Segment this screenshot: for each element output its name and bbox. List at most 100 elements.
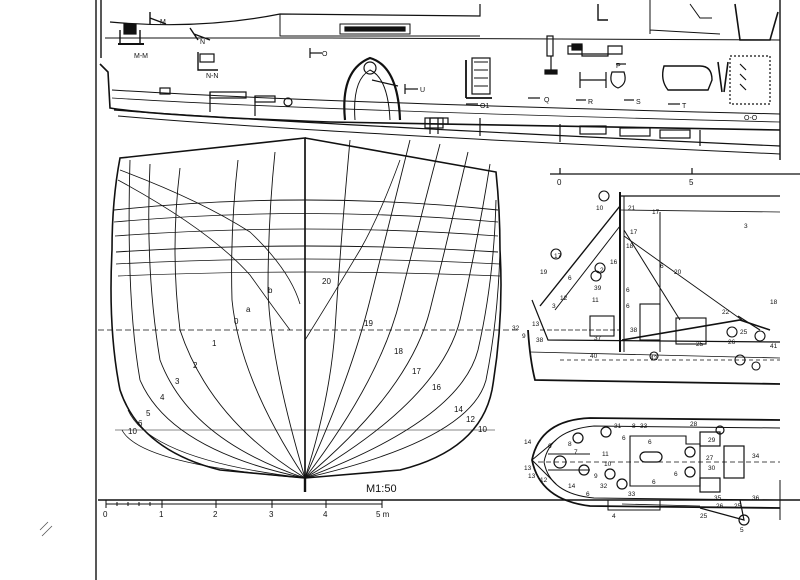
frame-lines: [95, 0, 781, 580]
station-label: 17: [412, 367, 421, 376]
waterline-label: 2: [193, 361, 198, 370]
scale-tick: 5: [689, 178, 694, 187]
callout: 17: [630, 229, 638, 236]
callout: 32: [512, 325, 520, 332]
callout: 25: [696, 341, 704, 348]
callout: 5: [740, 527, 744, 534]
callout: 6: [660, 263, 664, 270]
bottom-scale-ticks: 0 1 2 3 4 5 m: [103, 510, 390, 519]
callout: 41: [770, 343, 778, 350]
callout: 30: [708, 465, 716, 472]
callout: 14: [524, 439, 532, 446]
callout: 18: [770, 299, 778, 306]
station-label: 20: [322, 277, 331, 286]
callout: 40: [590, 353, 598, 360]
bottom-scale: [98, 499, 800, 508]
scale-tick: 2: [213, 510, 218, 519]
section-label-o-o: O-O: [744, 115, 758, 122]
top-right-scale-ticks: 0 5: [557, 178, 694, 187]
callout: 38: [630, 327, 638, 334]
scale-tick: 4: [323, 510, 328, 519]
station-label: 12: [466, 415, 475, 424]
waterline-label: 1: [212, 339, 217, 348]
callout: 6: [626, 303, 630, 310]
callout: 17: [652, 209, 660, 216]
callout: 8: [632, 423, 636, 430]
callout: 33: [640, 423, 648, 430]
section-label-o: O: [322, 51, 328, 58]
section-label-m-m: M-M: [134, 53, 148, 60]
body-plan-labels: b a 0 1 2 3 4 5 6 10 20 19 18 17 16 14 1…: [128, 277, 487, 436]
callout: 14: [568, 483, 576, 490]
callout: 13: [524, 465, 532, 472]
scale-tick: 3: [269, 510, 274, 519]
callout: 8: [568, 441, 572, 448]
callout: 37: [594, 335, 602, 342]
callout: 26: [728, 339, 736, 346]
scale-tick: 5 m: [376, 510, 390, 519]
top-profile: [99, 4, 781, 155]
callout: 25: [700, 513, 708, 520]
callout: 3: [552, 303, 556, 310]
callout: 4: [612, 513, 616, 520]
callout: 39: [594, 285, 602, 292]
section-label-s: S: [636, 99, 641, 106]
section-label-t: T: [682, 103, 687, 110]
section-label-q: Q: [544, 97, 550, 104]
section-label-n-n: N-N: [206, 73, 218, 80]
waterline-label: 0: [234, 317, 239, 326]
callout: 25: [740, 329, 748, 336]
callout: 6: [548, 443, 552, 450]
station-label: 16: [432, 383, 441, 392]
callout: 22: [722, 309, 730, 316]
waterline-label: b: [268, 286, 273, 295]
top-right-scale: [550, 168, 800, 175]
waterline-label: a: [246, 305, 251, 314]
deck-profile: [527, 190, 781, 385]
scale-tick: 0: [103, 510, 108, 519]
callout: 12: [540, 477, 548, 484]
callout: 20: [674, 269, 682, 276]
callout: 6: [674, 471, 678, 478]
callout: 9: [594, 473, 598, 480]
section-identifiers: M-M M N N-N O U O1 P Q R S T O-O: [134, 19, 758, 122]
callout: 16: [610, 259, 618, 266]
station-label: 10: [478, 425, 487, 434]
callout: 6: [652, 479, 656, 486]
callout: 10: [604, 461, 612, 468]
callout: 17: [554, 253, 562, 260]
callout: 6: [586, 491, 590, 498]
margin-marks: [39, 521, 53, 537]
section-label-n: N: [200, 39, 205, 46]
callout: 34: [752, 453, 760, 460]
callout: 6: [648, 439, 652, 446]
callout: 7: [574, 449, 578, 456]
callout: 13: [528, 473, 536, 480]
callout: 25: [734, 503, 742, 510]
section-label-r: R: [588, 99, 593, 106]
deck-plan: [531, 417, 781, 526]
scale-label: M1:50: [366, 483, 397, 495]
station-label: 18: [394, 347, 403, 356]
callout: 6: [626, 287, 630, 294]
callout: 38: [536, 337, 544, 344]
callout: 28: [690, 421, 698, 428]
waterline-label: 3: [175, 377, 180, 386]
callout: 36: [752, 495, 760, 502]
callout: 11: [602, 451, 609, 458]
waterline-label: 10: [128, 427, 137, 436]
callout: 6: [622, 435, 626, 442]
section-label-u: U: [420, 87, 425, 94]
callout: 2: [600, 267, 604, 274]
waterline-label: 6: [138, 419, 143, 428]
callout: 9: [522, 333, 526, 340]
scale-tick: 0: [557, 178, 562, 187]
station-label: 14: [454, 405, 463, 414]
waterline-label: 4: [160, 393, 165, 402]
arrow-markers: [466, 63, 680, 105]
callout: 6: [568, 275, 572, 282]
callout: 3: [744, 223, 748, 230]
callout: 18: [626, 243, 634, 250]
callout: 42: [650, 355, 658, 362]
callout: 21: [628, 205, 636, 212]
